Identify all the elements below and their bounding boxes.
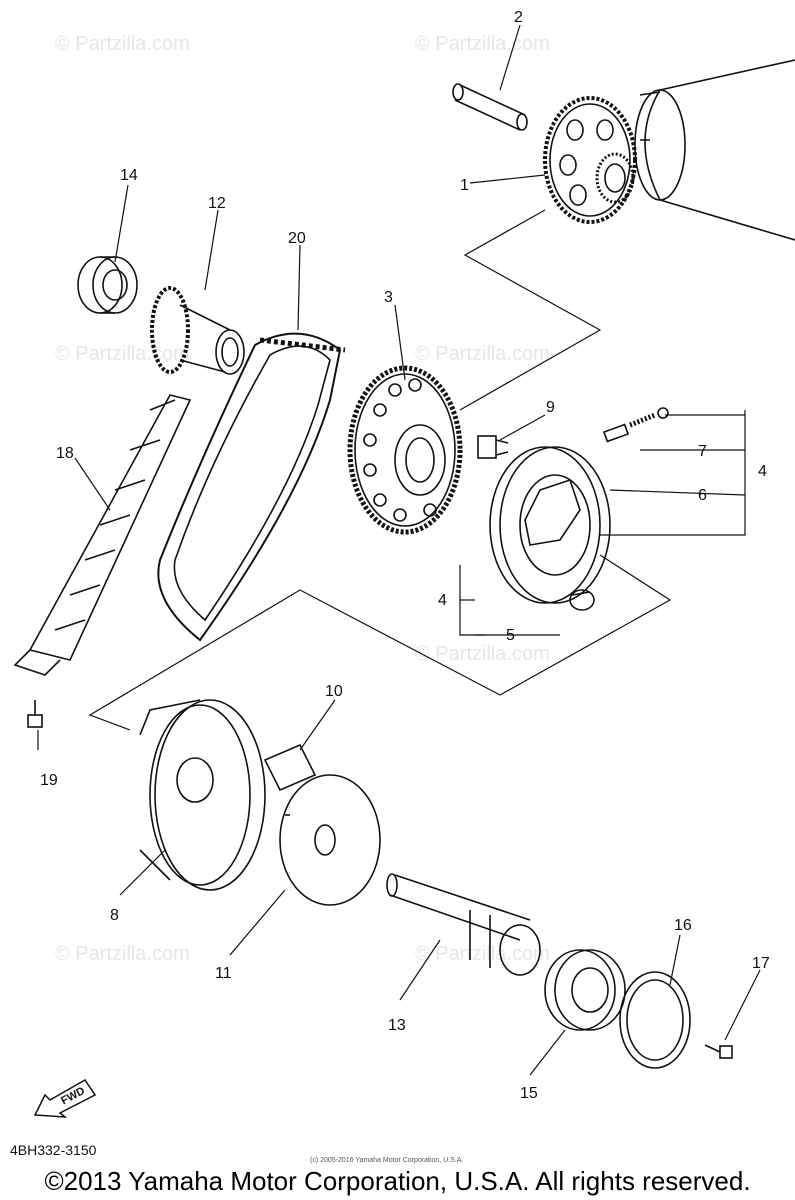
part-8-housing — [139, 699, 266, 891]
starter-motor — [634, 59, 795, 241]
part-14-bearing — [77, 256, 138, 314]
callout-14: 14 — [120, 167, 138, 184]
callout-9: 9 — [546, 399, 555, 416]
part-18-chain-guide — [13, 394, 192, 676]
callout-1: 1 — [460, 177, 469, 194]
part-19-bolt — [27, 700, 43, 728]
part-11-plate — [279, 774, 381, 906]
copyright-notice: ©2013 Yamaha Motor Corporation, U.S.A. A… — [44, 1166, 751, 1196]
small-copyright: (c) 2005-2016 Yamaha Motor Corporation, … — [310, 1157, 464, 1164]
part-2-shaft — [452, 83, 528, 131]
watermark: © Partzilla.com — [415, 33, 550, 55]
callout-11: 11 — [215, 965, 232, 982]
part-15-bearing — [544, 949, 626, 1031]
callout-16: 16 — [674, 917, 692, 934]
callout-7: 7 — [698, 443, 707, 460]
callout-10: 10 — [325, 683, 343, 700]
callout-17: 17 — [752, 955, 770, 972]
part-12-gear — [150, 286, 245, 375]
part-13-shaft — [386, 873, 541, 976]
part-17-bolt — [704, 1044, 733, 1059]
watermark: © Partzilla.com — [415, 943, 550, 965]
watermark: © Partzilla.com — [55, 33, 190, 55]
part-3-starter-gear — [347, 365, 463, 535]
callout-19: 19 — [40, 772, 58, 789]
callout-15: 15 — [520, 1085, 538, 1102]
part-1-idler-gear — [543, 96, 637, 224]
leader-lines — [37, 24, 761, 1076]
callout-6: 6 — [698, 487, 707, 504]
callout-20: 20 — [288, 230, 306, 247]
callout-8: 8 — [110, 907, 119, 924]
watermark: © Partzilla.com — [55, 343, 190, 365]
callout-4: 4 — [438, 592, 447, 609]
callout-5: 5 — [506, 627, 515, 644]
part-10-damper — [263, 743, 317, 792]
callout-4: 4 — [758, 463, 767, 480]
callout-12: 12 — [208, 195, 226, 212]
fwd-arrow-icon: FWD — [33, 1079, 97, 1118]
part-20-chain — [157, 332, 346, 642]
watermark: © Partzilla.com — [415, 343, 550, 365]
callout-2: 2 — [514, 9, 523, 26]
diagram-code: 4BH332-3150 — [10, 1142, 97, 1158]
watermark: © Partzilla.com — [55, 943, 190, 965]
callouts: 1 2 3 4 4 5 6 7 8 9 10 11 12 13 14 15 16… — [40, 9, 770, 1102]
watermarks: © Partzilla.com © Partzilla.com © Partzi… — [55, 33, 550, 965]
part-9-bolt — [477, 435, 509, 459]
part-4-clutch — [489, 446, 611, 604]
part-6-7-spring — [602, 407, 669, 443]
callout-13: 13 — [388, 1017, 406, 1034]
part-5-roller — [569, 589, 595, 611]
part-16-retainer — [619, 971, 691, 1069]
callout-18: 18 — [56, 445, 74, 462]
callout-3: 3 — [384, 289, 393, 306]
assembly-lines — [88, 209, 746, 731]
watermark: © Partzilla.com — [415, 643, 550, 665]
